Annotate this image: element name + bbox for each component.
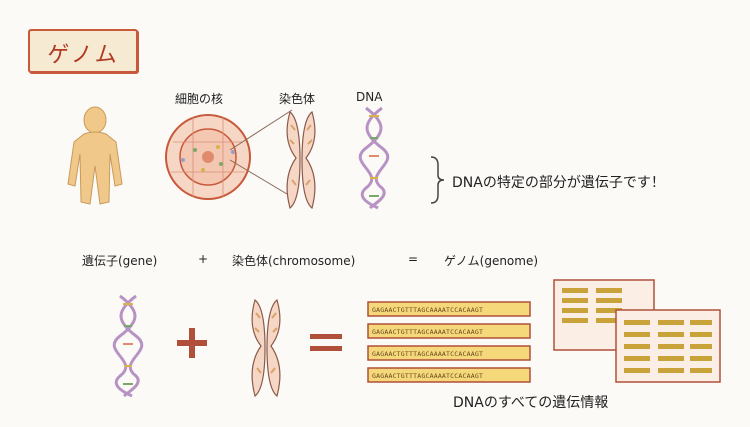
equals-icon (310, 334, 342, 351)
genome-sheets-illustration (553, 279, 721, 383)
sequence-row: GAGAACTGTTTAGCAAAATCCACAAGT (367, 367, 531, 383)
cell-nucleus-illustration (165, 114, 251, 200)
dna-helix-illustration (358, 106, 390, 210)
bracket-icon (430, 156, 445, 204)
sequence-text: GAGAACTGTTTAGCAAAATCCACAAGT (372, 328, 483, 336)
sequence-row: GAGAACTGTTTAGCAAAATCCACAAGT (367, 345, 531, 361)
title-box: ゲノム (28, 29, 138, 73)
genome-caption: DNAのすべての遺伝情報 (453, 395, 609, 411)
label-chromosome: 染色体 (279, 92, 316, 106)
page-title: ゲノム (47, 43, 119, 68)
equation-equals-sign: = (408, 252, 419, 266)
sequence-row: GAGAACTGTTTAGCAAAATCCACAAGT (367, 301, 531, 317)
sequence-text: GAGAACTGTTTAGCAAAATCCACAAGT (372, 350, 483, 358)
sequence-text: GAGAACTGTTTAGCAAAATCCACAAGT (372, 372, 483, 380)
equation-gene-label: 遺伝子(gene) (82, 254, 158, 268)
equation-plus-sign: + (198, 252, 209, 266)
plus-icon (177, 328, 207, 358)
equation-genome-label: ゲノム(genome) (444, 254, 539, 268)
equation-chromosome-label: 染色体(chromosome) (232, 254, 356, 268)
bracket-note: DNAの特定の部分が遺伝子です！ (452, 175, 665, 191)
chromosome-illustration (286, 110, 316, 210)
human-figure-illustration (67, 106, 123, 205)
zoom-lines (229, 109, 293, 198)
dna-helix-gene-illustration (112, 294, 144, 398)
chromosome-bottom-illustration (251, 298, 281, 398)
label-cell-nucleus: 細胞の核 (175, 92, 224, 106)
sequence-text: GAGAACTGTTTAGCAAAATCCACAAGT (372, 306, 483, 314)
dna-sequence-stack: GAGAACTGTTTAGCAAAATCCACAAGT GAGAACTGTTTA… (367, 301, 531, 383)
sequence-row: GAGAACTGTTTAGCAAAATCCACAAGT (367, 323, 531, 339)
label-dna: DNA (356, 90, 383, 104)
